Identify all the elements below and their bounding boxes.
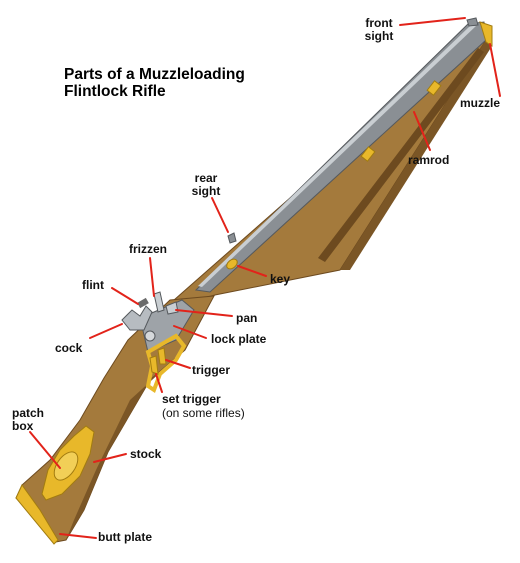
leader-muzzle <box>489 43 501 97</box>
leader-lock-plate <box>173 325 207 339</box>
leader-trigger <box>165 359 191 369</box>
leader-butt-plate <box>59 533 97 539</box>
leader-ramrod <box>413 111 431 151</box>
set-trigger-blade <box>149 355 159 375</box>
diagram-title: Parts of a Muzzleloading Flintlock Rifle <box>64 66 245 100</box>
leader-frizzen <box>149 257 155 297</box>
label-lock-plate: lock plate <box>211 332 267 346</box>
label-front-sight: front sight <box>364 16 394 43</box>
leader-lines <box>29 17 501 539</box>
label-cock: cock <box>55 341 83 355</box>
label-pan: pan <box>236 311 258 325</box>
label-set-trigger-note: (on some rifles) <box>162 406 245 420</box>
leader-rear-sight <box>211 197 229 233</box>
label-trigger: trigger <box>192 363 231 377</box>
barrel-highlight <box>198 26 476 287</box>
frizzen-metal <box>153 291 165 313</box>
barrel-key <box>226 258 238 270</box>
label-set-trigger: set trigger <box>162 392 221 406</box>
muzzle-cap <box>479 21 493 47</box>
leader-pan <box>175 309 233 317</box>
rear-sight-blade <box>227 232 237 244</box>
leader-key <box>237 265 267 277</box>
label-frizzen: frizzen <box>129 242 168 256</box>
label-butt-plate: butt plate <box>98 530 152 544</box>
label-stock: stock <box>130 447 162 461</box>
cock-hammer <box>121 305 153 331</box>
forestock-shade <box>340 40 492 270</box>
ramrod-thimble-2 <box>360 146 376 162</box>
title-line-1: Parts of a Muzzleloading <box>64 66 245 83</box>
rifle-illustration <box>15 17 493 545</box>
lock-screw <box>144 330 156 342</box>
patch-box-lid <box>53 451 79 481</box>
label-rear-sight: rear sight <box>191 171 221 198</box>
label-patch-box: patch box <box>12 406 45 433</box>
label-ramrod: ramrod <box>408 153 450 167</box>
leader-front-sight <box>399 17 466 26</box>
trigger-blade <box>157 347 167 365</box>
leader-cock <box>89 323 123 339</box>
label-key: key <box>270 272 291 286</box>
leader-set-trigger <box>155 373 163 393</box>
butt-plate-metal <box>15 484 59 545</box>
trigger-guard <box>145 333 187 394</box>
leader-stock <box>93 453 127 463</box>
flint-stone <box>137 297 149 309</box>
ramrod-thimble-1 <box>426 80 442 96</box>
label-flint: flint <box>82 278 104 292</box>
title-line-2: Flintlock Rifle <box>64 83 166 100</box>
label-muzzle: muzzle <box>460 96 501 110</box>
leader-flint <box>111 287 139 305</box>
pan-metal <box>165 301 179 315</box>
leader-patch-box <box>29 431 61 469</box>
front-sight-blade <box>466 17 479 27</box>
ramrod-rod <box>318 48 484 262</box>
